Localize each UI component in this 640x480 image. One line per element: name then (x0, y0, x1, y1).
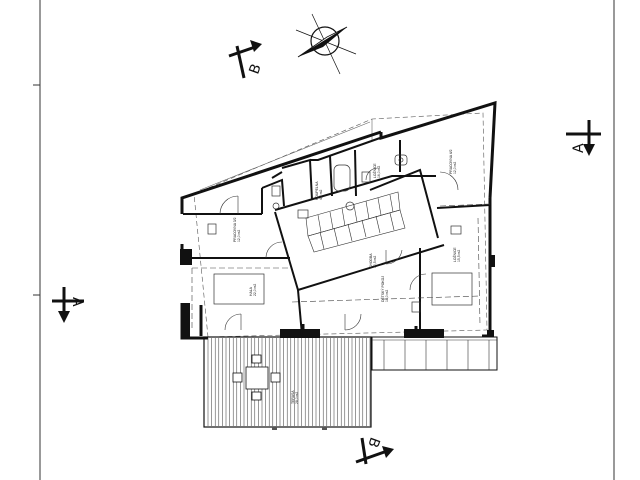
room-label: CHODBA10,5 m2 (369, 253, 377, 268)
section-label-b-bottom: B (364, 435, 382, 450)
room-label: PRACOVNA 4/212,0 m2 (449, 149, 457, 174)
furniture (207, 209, 473, 313)
section-label-a-left: A (69, 297, 85, 307)
interior-walls (183, 137, 491, 336)
room-labels: PRACOVNA 3/212,0 m2 KOUPELNA4,2 m2 LOŽNI… (233, 149, 461, 404)
section-mark-a-right (566, 120, 601, 156)
staircase (305, 191, 406, 253)
room-label: LOŽNICE15,5 m2 (452, 247, 461, 262)
door-swings (219, 167, 459, 331)
room-label: KOUPELNA4,2 m2 (315, 181, 323, 200)
room-label: DĚTSKÝ POKOJ14,0 m2 (380, 276, 389, 302)
north-arrow-icon (295, 13, 357, 75)
section-mark-b-top (228, 40, 262, 79)
room-label: PRACOVNA 3/212,0 m2 (233, 217, 241, 242)
bathroom-fixtures (271, 154, 408, 211)
sheet-frame (33, 0, 615, 480)
dashed-room-lines (191, 203, 491, 330)
wall-blocks (180, 249, 495, 338)
roof-outline (193, 112, 488, 338)
section-label-a-right: A (571, 143, 587, 153)
terrace-table (232, 354, 281, 401)
section-mark-b-bottom (355, 437, 394, 465)
room-label: LOŽNICE16,0 m2 (372, 163, 381, 178)
section-mark-a-left (52, 287, 84, 323)
room-label: TERASA28,0 m2 (291, 390, 299, 404)
section-label-b-top: B (246, 62, 264, 77)
terrace-marks (272, 427, 327, 430)
room-label: HALA22,0 m2 (249, 284, 257, 296)
upper-outline (199, 119, 373, 191)
exterior-walls (180, 100, 497, 340)
